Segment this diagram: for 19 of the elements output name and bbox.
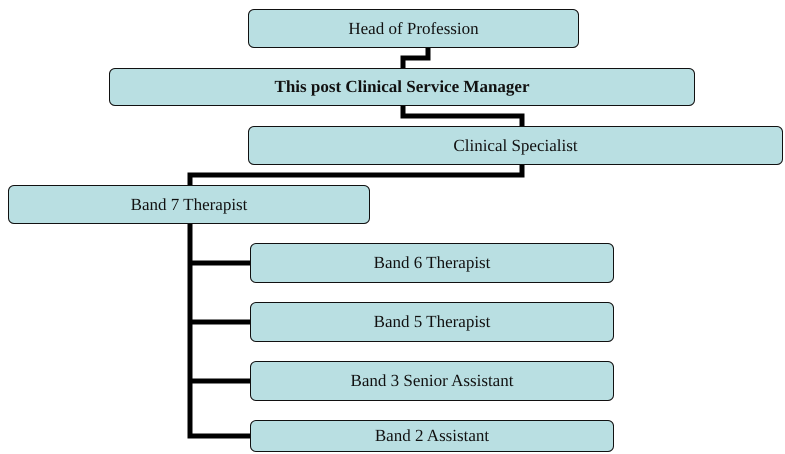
role-title: Head of Profession <box>348 18 479 38</box>
connector-line <box>400 106 524 126</box>
role-box <box>248 9 579 48</box>
role-title: Band 6 Therapist <box>374 253 490 273</box>
role-box <box>8 185 370 224</box>
role-box <box>250 302 614 342</box>
role-title: Clinical Specialist <box>453 136 578 156</box>
role-box <box>250 420 614 452</box>
role-title: Band 7 Therapist <box>130 194 248 214</box>
role-title: Band 5 Therapist <box>374 312 490 332</box>
role-title: This post Clinical Service Manager <box>274 77 530 97</box>
connector-line <box>400 48 430 68</box>
role-title: Band 2 Assistant <box>374 426 490 446</box>
role-box <box>250 361 614 401</box>
role-box <box>250 243 614 283</box>
role-title: Band 3 Senior Assistant <box>350 371 514 391</box>
role-box <box>109 68 695 106</box>
connector-line <box>188 165 524 185</box>
role-box <box>248 126 783 165</box>
